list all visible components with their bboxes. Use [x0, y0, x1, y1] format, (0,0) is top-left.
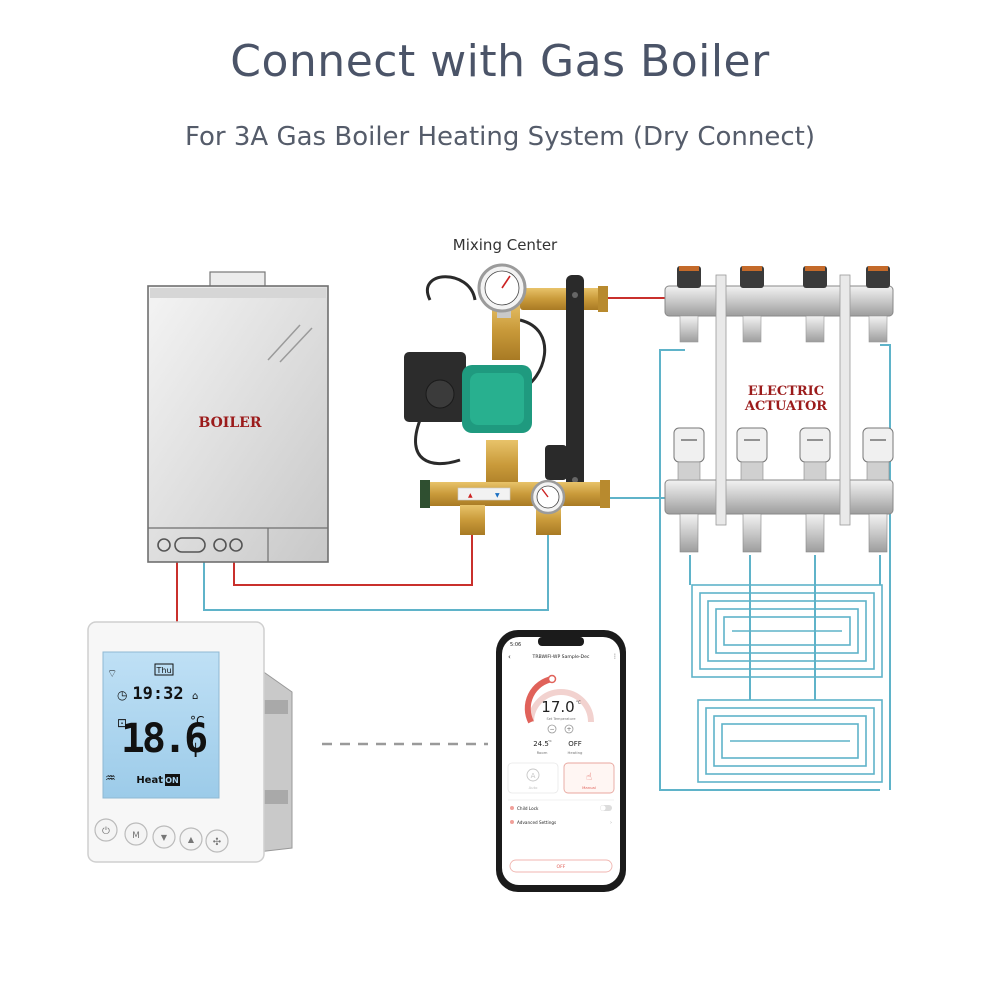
child-lock-label: Child Lock	[517, 806, 539, 811]
page-subtitle: For 3A Gas Boiler Heating System (Dry Co…	[184, 122, 816, 152]
manifold	[664, 266, 894, 553]
up-icon: ▲	[188, 835, 195, 844]
plus-icon: +	[566, 726, 571, 733]
set-temperature-unit: °C	[576, 700, 581, 705]
svg-text:▲: ▲	[468, 492, 473, 499]
hand-icon: ☝	[586, 772, 592, 783]
set-temperature-caption: Set Temperature	[546, 717, 575, 721]
boiler-knob	[229, 538, 243, 552]
phone-screen	[502, 637, 620, 885]
back-icon[interactable]: ‹	[508, 653, 511, 661]
temperature-dial	[528, 689, 594, 723]
manifold-return-loop	[659, 349, 880, 791]
thermostat-state: ON	[165, 776, 179, 785]
mixing-center: ▲ ▼	[404, 263, 610, 535]
decrease-button[interactable]	[547, 724, 557, 734]
thermometer-icon: ╽	[192, 742, 199, 757]
down-button[interactable]	[152, 825, 176, 849]
thermostat-temperature: 18.6	[121, 716, 206, 762]
pipes	[176, 297, 891, 791]
thermostat	[87, 621, 293, 863]
room-caption: Room	[537, 750, 548, 755]
fan-button[interactable]	[205, 829, 229, 853]
heating-value: OFF	[568, 740, 582, 748]
thermostat-lcd-content: ⌔ Thu ◷ 19:32 ⌂ ⊡ 18.6 °C ╽ ♒ Heat ON	[105, 663, 209, 786]
actuator-label-line2: ACTUATOR	[744, 399, 827, 414]
boiler-knob	[213, 538, 227, 552]
power-button[interactable]	[94, 818, 118, 842]
power-icon: ⏻	[102, 826, 110, 837]
mode-manual-label: Manual	[582, 785, 596, 790]
bell-icon: ⌂	[192, 691, 198, 702]
auto-icon	[526, 768, 540, 782]
boiler-display	[174, 537, 206, 553]
thermostat-mode: Heat	[136, 775, 163, 786]
smartphone	[496, 630, 626, 892]
wifi-icon: ⌔	[107, 667, 117, 680]
app-title: TRBWIFI-WP Sample-Dec	[532, 654, 590, 660]
menu-icon: M	[132, 831, 140, 841]
mode-auto-card[interactable]	[507, 762, 559, 794]
room-temperature-unit: °C	[548, 739, 552, 743]
child-lock-icon	[510, 806, 514, 810]
clock-icon: ◷	[117, 688, 128, 702]
heating-caption: Heating	[568, 750, 583, 755]
advanced-settings-label[interactable]: Advanced Settings	[517, 820, 556, 825]
boiler-glare	[267, 324, 301, 361]
phone-app: 5:06 ‹ TRBWIFI-WP Sample-Dec ⋮ 17.0 °C S…	[507, 642, 618, 873]
increase-button[interactable]	[564, 724, 574, 734]
mixing-center-label: Mixing Center	[453, 236, 558, 254]
gas-boiler	[147, 271, 329, 563]
mounting-bracket	[566, 275, 584, 500]
boiler-hot-pipe	[233, 505, 473, 586]
boiler-label: BOILER	[199, 415, 262, 431]
menu-button[interactable]	[124, 822, 148, 846]
mode-manual-card[interactable]	[563, 762, 615, 794]
chevron-right-icon: ›	[610, 820, 612, 826]
minus-icon: −	[549, 726, 554, 733]
off-button-label: OFF	[557, 864, 566, 870]
status-time: 5:06	[510, 642, 521, 648]
down-icon: ▼	[161, 833, 168, 842]
mode-auto-label: Auto	[529, 785, 538, 790]
phone-notch	[538, 637, 584, 646]
floor-heating-coil-lower	[697, 699, 883, 783]
electric-actuators	[673, 427, 894, 481]
room-temperature: 24.5	[533, 740, 549, 748]
thermostat-day: Thu	[155, 666, 171, 675]
thermostat-buttons[interactable]: ⏻ M ▼ ▲ ✣	[94, 818, 229, 853]
boiler-knob	[157, 538, 171, 552]
thermostat-lcd	[102, 651, 220, 799]
manifold-bottom-bar	[664, 479, 894, 515]
lock-icon: ⊡	[117, 716, 127, 730]
manifold-top-caps	[677, 266, 890, 288]
advanced-settings-icon	[510, 820, 514, 824]
manifold-top-bar	[664, 285, 894, 317]
up-button[interactable]	[179, 827, 203, 851]
thermostat-time: 19:32	[132, 684, 183, 704]
floor-heat-icon: ♒	[105, 771, 116, 785]
fan-icon: ✣	[213, 837, 221, 848]
svg-text:A: A	[531, 772, 536, 780]
page-title: Connect with Gas Boiler	[230, 36, 770, 87]
boiler-cold-pipe	[203, 505, 549, 611]
svg-text:▼: ▼	[495, 492, 500, 499]
set-temperature: 17.0	[541, 698, 574, 716]
manifold-supply-loop	[880, 344, 891, 790]
floor-heating-coil-upper	[691, 584, 883, 678]
off-button[interactable]	[509, 859, 613, 873]
more-icon[interactable]: ⋮	[612, 653, 618, 660]
actuator-label-line1: ELECTRIC	[748, 384, 824, 399]
thermostat-unit: °C	[190, 714, 204, 728]
